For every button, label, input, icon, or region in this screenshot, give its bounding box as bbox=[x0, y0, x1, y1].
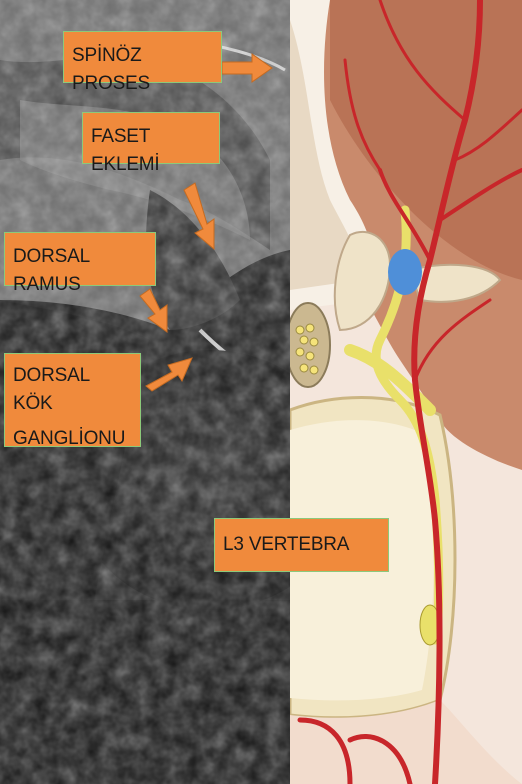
label-spinoz-proses: SPİNÖZ PROSES bbox=[63, 31, 222, 83]
label-l3-vertebra: L3 VERTEBRA bbox=[214, 518, 389, 572]
label-dorsal-kok-line2: GANGLİONU bbox=[13, 425, 132, 453]
label-dorsal-ramus: DORSAL RAMUS bbox=[4, 232, 156, 286]
label-l3-vertebra-text: L3 VERTEBRA bbox=[223, 534, 349, 555]
anatomy-illustration-panel bbox=[290, 0, 522, 784]
label-faset-eklemi: FASET EKLEMİ bbox=[82, 112, 220, 164]
label-dorsal-kok-line1: DORSAL KÖK bbox=[13, 362, 132, 417]
label-faset-eklemi-text: FASET EKLEMİ bbox=[91, 126, 160, 175]
anatomy-illustration bbox=[290, 0, 522, 784]
label-dorsal-ramus-text: DORSAL RAMUS bbox=[13, 246, 89, 295]
label-spinoz-proses-text: SPİNÖZ PROSES bbox=[72, 45, 150, 94]
label-dorsal-kok-ganglionu: DORSAL KÖK GANGLİONU bbox=[4, 353, 141, 447]
